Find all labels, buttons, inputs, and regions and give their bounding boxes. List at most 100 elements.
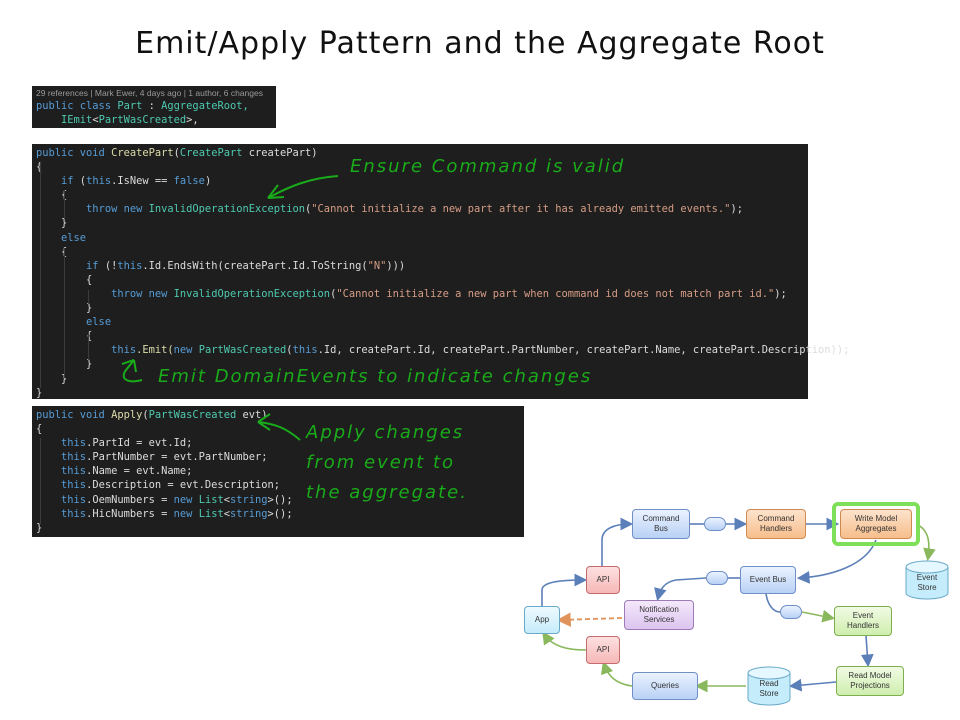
create-part-code: public void CreatePart(CreatePart create… [32,144,849,399]
generic-open: < [223,507,230,520]
generic-open: < [223,493,230,506]
write-model-to-event-bus-arrow [796,539,877,584]
command-queue-node [704,517,726,531]
app-node: App [524,606,560,634]
string-literal: "Cannot initialize a new part when comma… [336,287,775,300]
interface-line: IEmit<PartWasCreated>, [36,113,272,127]
handler-queue-node [780,605,802,619]
command-bus-label: Command [642,514,680,523]
queue-to-event-handlers-arrow [801,609,836,623]
throw-line: throw new InvalidOperationException("Can… [36,287,804,301]
code-lens-meta: 29 references | Mark Ewer, 4 days ago | … [36,88,263,98]
brace-line: } [36,301,804,315]
command-handlers-label: Handlers [759,524,792,533]
param-type: PartWasCreated [148,409,237,421]
keyword: else [86,316,112,329]
expression: .Id.EndsWith(createPart.Id.ToString( [142,259,368,272]
event-queue-node [706,571,728,585]
event-bus-down-arrow [765,593,781,613]
brace-line: } [36,216,804,230]
generic-arg: PartWasCreated [98,114,187,127]
indent-guide [40,162,41,388]
keyword: new [173,493,193,506]
api-top-node: API [586,566,620,594]
api-to-command-bus-arrow [601,517,634,566]
event-store-label: Event [916,573,938,582]
base-class: AggregateRoot, [161,100,249,112]
keyword: this [61,507,87,520]
keyword: if [61,175,74,188]
else-line: else [36,315,804,329]
command-bus-label: Bus [654,524,668,533]
apply-code: public void Apply(PartWasCreated evt) { … [32,406,524,537]
paren: ( [305,203,312,216]
keyword: this [117,259,143,272]
read-model-to-read-store-arrow [788,678,837,692]
assign-line: this.Name = evt.Name; [36,464,520,478]
keyword: this [86,175,112,188]
paren: ( [142,409,149,421]
paren: ); [774,287,787,300]
page-title: Emit/Apply Pattern and the Aggregate Roo… [135,26,825,61]
assign-line: this.PartId = evt.Id; [36,436,520,450]
ensure-arrow [267,175,339,199]
keyword: this [61,451,87,464]
keyword: this [61,479,87,492]
brace: } [86,302,93,315]
write-model-highlight [832,502,920,546]
method-name: CreatePart [111,147,174,159]
brace-line: } [36,521,520,535]
event-type: PartWasCreated [198,344,287,357]
method-name: Apply [111,409,143,421]
param-type: CreatePart [179,147,243,159]
ensure-arrow-head [267,184,285,199]
api-bottom-node: API [586,636,620,664]
keyword: this [111,344,137,357]
command-handlers-label: Command [757,514,795,523]
annotation-emit-events: Emit DomainEvents to indicate changes [158,366,593,387]
brace-line: { [36,329,804,343]
keyword: this [61,437,87,450]
apply-arrow [257,421,301,441]
brace: { [86,273,93,286]
event-bus-node: Event Bus [740,566,796,594]
keyword: new [173,344,193,357]
paren: ( [173,147,180,159]
keyword: new [173,507,193,520]
emit-line: this.Emit(new PartWasCreated(this.Id, cr… [36,343,849,357]
paren: ( [330,287,337,300]
brace: } [61,217,68,230]
interface-name: IEmit [61,114,93,127]
brace: } [61,372,68,385]
expression: .IsNew == [111,175,174,188]
indent-guide [88,290,89,304]
generic-open: < [92,114,99,127]
paren: ); [730,203,743,216]
exception-type: InvalidOperationException [148,203,306,216]
annotation-apply-line3: the aggregate. [306,482,468,503]
else-line: else [36,231,804,245]
apply-arrow-head [257,413,271,431]
class-declaration-code: 29 references | Mark Ewer, 4 days ago | … [32,86,276,128]
emit-arrow [122,359,143,383]
paren: ( [73,175,87,188]
indent-guide [40,438,41,524]
notification-to-app-arrow [556,612,623,627]
brace-line: { [36,273,804,287]
method-signature: public void Apply(PartWasCreated evt) [36,408,520,422]
brace: } [86,358,93,371]
keyword: this [292,344,318,357]
keyword: string [230,507,268,520]
method-call: .Emit( [136,344,174,357]
assignment: .OemNumbers = [86,493,174,506]
event-handlers-to-read-model-arrow [860,635,874,668]
string-literal: "N" [367,259,387,272]
param-name: createPart) [242,147,318,159]
method-signature: public void CreatePart(CreatePart create… [36,146,804,160]
paren: ))) [386,259,406,272]
